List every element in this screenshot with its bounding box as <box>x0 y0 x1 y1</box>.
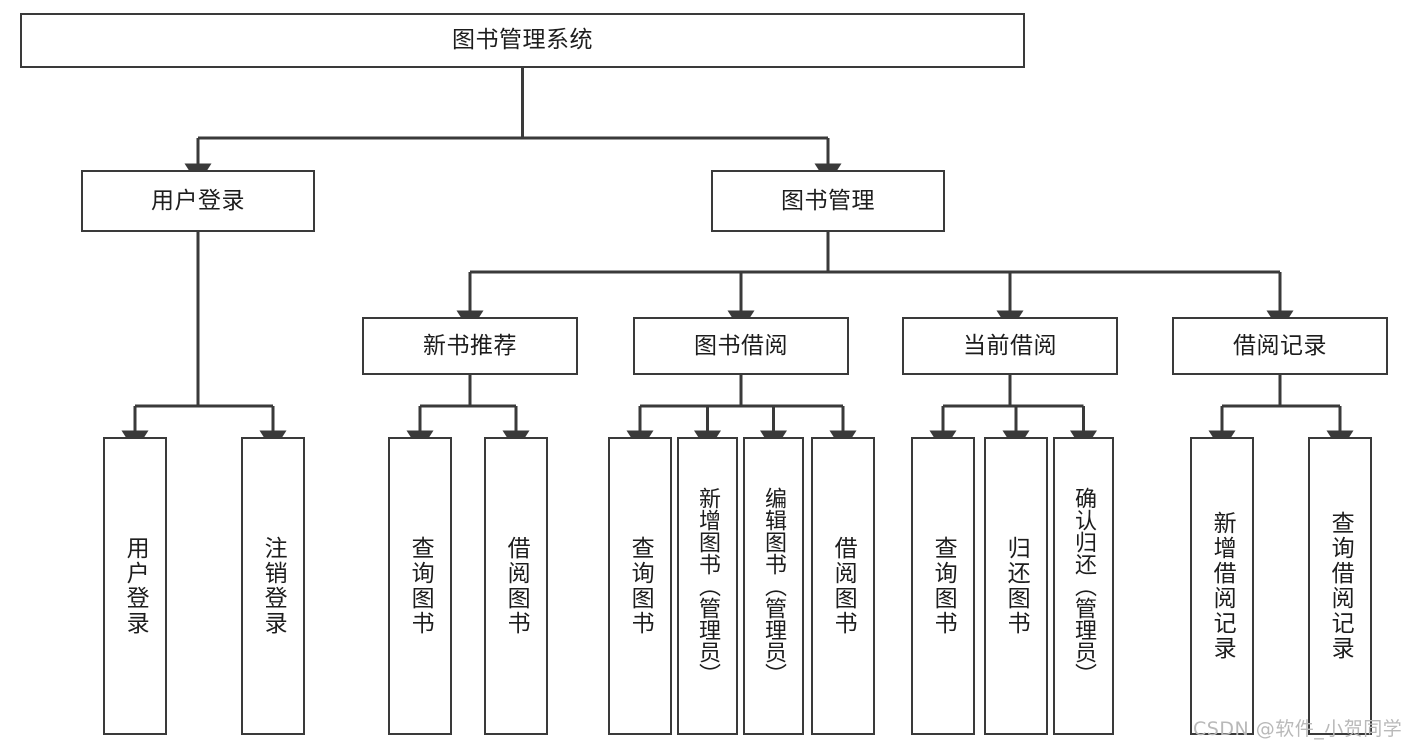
leaf-current-query-book-label: 查询图书 <box>930 536 957 636</box>
leaf-user-login[interactable]: 用户登录 <box>103 437 167 735</box>
leaf-borrow-add-book[interactable]: 新增图书（管理员） <box>677 437 738 735</box>
leaf-current-return-book-label: 归还图书 <box>1003 536 1030 636</box>
leaf-newbook-borrow-book[interactable]: 借阅图书 <box>484 437 548 735</box>
leaf-borrow-borrow-book[interactable]: 借阅图书 <box>811 437 875 735</box>
leaf-borrow-add-book-label: 新增图书（管理员） <box>695 487 721 685</box>
leaf-record-query[interactable]: 查询借阅记录 <box>1308 437 1372 735</box>
leaf-current-return-book[interactable]: 归还图书 <box>984 437 1048 735</box>
node-new-book-recommend-label: 新书推荐 <box>423 332 517 359</box>
leaf-user-logout-label: 注销登录 <box>260 536 287 636</box>
leaf-record-add-label: 新增借阅记录 <box>1209 511 1236 661</box>
node-root-label: 图书管理系统 <box>452 27 593 54</box>
node-user-login-module[interactable]: 用户登录 <box>81 170 315 232</box>
leaf-borrow-edit-book-label: 编辑图书（管理员） <box>761 487 787 685</box>
node-root[interactable]: 图书管理系统 <box>20 13 1025 68</box>
leaf-borrow-query-book[interactable]: 查询图书 <box>608 437 672 735</box>
leaf-borrow-borrow-book-label: 借阅图书 <box>830 536 857 636</box>
leaf-current-confirm-return[interactable]: 确认归还（管理员） <box>1053 437 1114 735</box>
csdn-watermark: CSDN @软件_小贺同学 <box>1193 718 1403 740</box>
node-new-book-recommend[interactable]: 新书推荐 <box>362 317 578 375</box>
leaf-newbook-query-book[interactable]: 查询图书 <box>388 437 452 735</box>
leaf-user-logout[interactable]: 注销登录 <box>241 437 305 735</box>
leaf-newbook-borrow-book-label: 借阅图书 <box>503 536 530 636</box>
node-user-login-module-label: 用户登录 <box>151 187 245 214</box>
node-book-management-module-label: 图书管理 <box>781 187 875 214</box>
node-book-borrow[interactable]: 图书借阅 <box>633 317 849 375</box>
node-book-borrow-label: 图书借阅 <box>694 332 788 359</box>
node-borrow-record-label: 借阅记录 <box>1233 332 1327 359</box>
node-borrow-record[interactable]: 借阅记录 <box>1172 317 1388 375</box>
leaf-current-query-book[interactable]: 查询图书 <box>911 437 975 735</box>
leaf-current-confirm-return-label: 确认归还（管理员） <box>1071 487 1097 685</box>
leaf-borrow-edit-book[interactable]: 编辑图书（管理员） <box>743 437 804 735</box>
leaf-newbook-query-book-label: 查询图书 <box>407 536 434 636</box>
leaf-record-add[interactable]: 新增借阅记录 <box>1190 437 1254 735</box>
leaf-user-login-label: 用户登录 <box>122 536 149 636</box>
leaf-record-query-label: 查询借阅记录 <box>1327 511 1354 661</box>
node-book-management-module[interactable]: 图书管理 <box>711 170 945 232</box>
node-current-borrow-label: 当前借阅 <box>963 332 1057 359</box>
node-current-borrow[interactable]: 当前借阅 <box>902 317 1118 375</box>
leaf-borrow-query-book-label: 查询图书 <box>627 536 654 636</box>
